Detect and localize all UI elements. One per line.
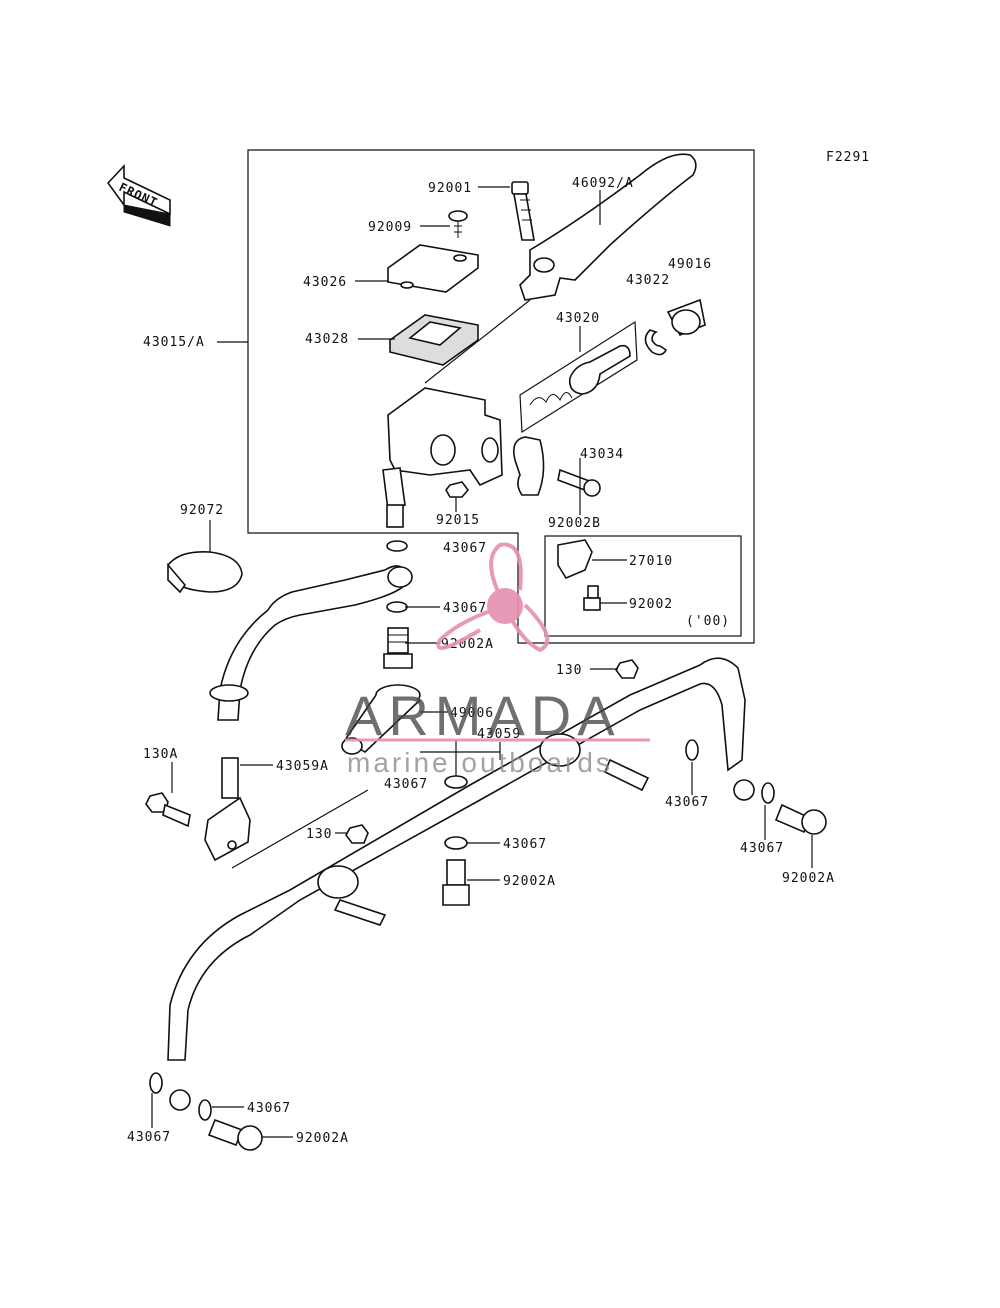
circlip-icon (644, 329, 668, 356)
figure-code: F2291 (826, 150, 870, 165)
bolt-92001-icon (511, 181, 535, 241)
label-49006: 49006 (450, 706, 494, 721)
screw-92002-icon (583, 585, 601, 611)
label-92002A-a: 92002A (441, 637, 494, 652)
washer-icon (685, 739, 699, 761)
lower-brake-hose-icon (167, 657, 755, 1111)
label-92009: 92009 (368, 220, 412, 235)
bolt-130-icon (615, 659, 639, 679)
nut-92015-icon (445, 481, 470, 512)
label-49016: 49016 (668, 257, 712, 272)
watermark-tagline: marine outboards (347, 747, 613, 778)
label-46092: 46092/A (572, 176, 634, 191)
washer-icon (761, 782, 775, 804)
brake-switch-icon (557, 539, 627, 580)
master-cylinder-group-box (247, 149, 755, 644)
switch-group-box (544, 535, 742, 637)
label-92002A-d: 92002A (296, 1131, 349, 1146)
label-92072: 92072 (180, 503, 224, 518)
front-arrow-icon: FRONT (106, 163, 171, 227)
label-92002B: 92002B (548, 516, 601, 531)
spacer-tube-icon (341, 684, 421, 755)
label-43028: 43028 (305, 332, 349, 347)
label-43015: 43015/A (143, 335, 205, 350)
label-43067-c: 43067 (384, 777, 428, 792)
boot-49016-icon (666, 298, 706, 337)
reservoir-cap-icon (387, 244, 479, 293)
leader-lines (151, 186, 813, 1138)
armada-watermark: ARMADA marine outboards (345, 542, 650, 778)
label-43067-d: 43067 (665, 795, 709, 810)
label-130-b: 130 (306, 827, 332, 842)
piston-kit-icon (519, 320, 638, 434)
label-year-00: ('00) (686, 614, 730, 629)
washer-icon (444, 836, 468, 850)
washer-icon (386, 601, 408, 613)
label-92002A-b: 92002A (503, 874, 556, 889)
washer-icon (386, 540, 408, 552)
label-43020: 43020 (556, 311, 600, 326)
clamp-icon (512, 436, 601, 497)
label-43059: 43059 (477, 727, 521, 742)
propeller-logo-icon (436, 542, 550, 653)
label-43059A: 43059A (276, 759, 329, 774)
label-130-a: 130 (556, 663, 582, 678)
master-cylinder-body-icon (382, 299, 531, 528)
washer-icon (198, 1099, 212, 1121)
label-43034: 43034 (580, 447, 624, 462)
label-43067-h: 43067 (127, 1130, 171, 1145)
label-130A: 130A (143, 747, 178, 762)
label-92015: 92015 (436, 513, 480, 528)
screw-92009-icon (448, 210, 468, 238)
banjo-bolt-icon (442, 859, 470, 906)
label-92001: 92001 (428, 181, 472, 196)
watermark-brand: ARMADA (345, 684, 621, 747)
bolt-130A-icon (145, 792, 191, 828)
upper-brake-hose-icon (204, 565, 413, 862)
label-43067-g: 43067 (247, 1101, 291, 1116)
clamp-band-icon (167, 550, 243, 594)
banjo-bolt-icon (207, 1118, 263, 1151)
label-92002: 92002 (629, 597, 673, 612)
brake-lever-icon (519, 153, 697, 301)
label-43067-e: 43067 (503, 837, 547, 852)
label-43022: 43022 (626, 273, 670, 288)
label-43067-b: 43067 (443, 601, 487, 616)
bolt-130-icon (345, 824, 369, 844)
label-43026: 43026 (303, 275, 347, 290)
banjo-bolt-icon (774, 803, 827, 835)
label-92002A-c: 92002A (782, 871, 835, 886)
washer-icon (149, 1072, 163, 1094)
banjo-bolt-icon (383, 627, 413, 669)
label-27010: 27010 (629, 554, 673, 569)
label-43067-f: 43067 (740, 841, 784, 856)
diaphragm-icon (389, 314, 479, 366)
label-43067-a: 43067 (443, 541, 487, 556)
